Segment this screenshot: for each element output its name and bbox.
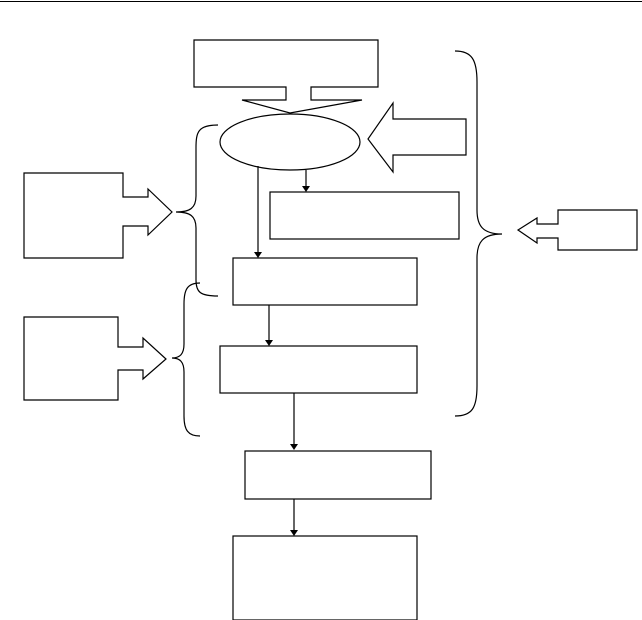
arrow-head-step-3 [290,444,298,450]
left-input-box-1 [23,172,173,259]
arrow-head-step-1 [254,252,262,258]
arrow-head-final [290,530,298,536]
left-brace-1 [175,124,219,297]
left-brace-2 [171,282,201,437]
step-box-2 [219,345,418,394]
step-box-1 [232,257,418,306]
left-input-box-2 [23,316,167,401]
arrow-head-step-2 [265,340,273,346]
central-ellipse [219,113,361,171]
top-input-box [193,39,379,114]
far-right-input-box [516,209,638,251]
right-input-arrow [367,101,467,174]
final-box [232,535,418,620]
step-box-3 [244,450,432,500]
side-result-box [269,191,460,240]
arrow-head-side-box [302,186,310,192]
right-brace [454,50,503,417]
